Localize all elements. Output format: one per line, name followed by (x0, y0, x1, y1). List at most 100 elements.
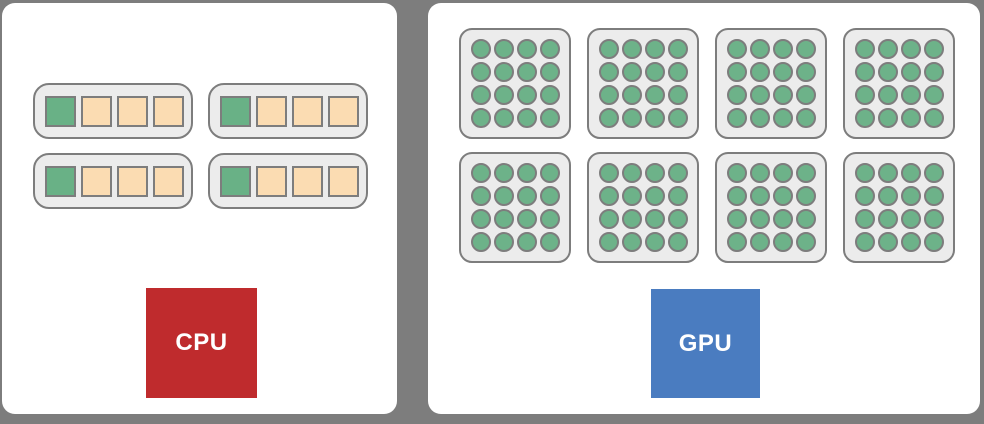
gpu-core-dot (516, 108, 537, 128)
gpu-core-dot (644, 232, 665, 252)
gpu-core-dot (539, 85, 560, 105)
gpu-core-dot (516, 62, 537, 82)
gpu-core-dot (749, 62, 770, 82)
gpu-core-dot (877, 209, 898, 229)
alu-unit (328, 95, 359, 127)
gpu-core-dot (923, 85, 944, 105)
alu-unit (117, 95, 148, 127)
gpu-core-dot (795, 62, 816, 82)
gpu-core-dot (854, 62, 875, 82)
cpu-core-group (33, 153, 193, 209)
gpu-core-dot (493, 186, 514, 206)
cpu-core-group (208, 153, 368, 209)
gpu-core-dot (772, 62, 793, 82)
alu-unit (328, 165, 359, 197)
gpu-core-dot (470, 39, 491, 59)
gpu-core-dot (900, 163, 921, 183)
gpu-core-dot (923, 62, 944, 82)
gpu-core-dot (923, 232, 944, 252)
control-unit (45, 95, 76, 127)
gpu-core-dot (749, 163, 770, 183)
gpu-core-dot (493, 209, 514, 229)
gpu-core-dot (644, 39, 665, 59)
gpu-core-dot (854, 39, 875, 59)
alu-unit (117, 165, 148, 197)
control-unit (220, 95, 251, 127)
alu-unit (292, 165, 323, 197)
gpu-core-dot (726, 186, 747, 206)
gpu-core-dot (516, 163, 537, 183)
gpu-core-block (843, 152, 955, 263)
gpu-core-dot (644, 85, 665, 105)
alu-unit (81, 165, 112, 197)
gpu-core-dot (667, 108, 688, 128)
gpu-core-dot (854, 163, 875, 183)
gpu-core-dot (726, 85, 747, 105)
gpu-core-dot (667, 232, 688, 252)
gpu-core-block (459, 28, 571, 139)
gpu-core-dot (900, 39, 921, 59)
gpu-core-dot (877, 62, 898, 82)
gpu-core-dot (749, 39, 770, 59)
gpu-core-dot (644, 163, 665, 183)
gpu-core-dot (772, 232, 793, 252)
gpu-core-dot (726, 163, 747, 183)
gpu-core-dot (877, 232, 898, 252)
cpu-core-group (208, 83, 368, 139)
cpu-chip: CPU (146, 288, 257, 398)
gpu-chip-label: GPU (678, 329, 733, 357)
gpu-core-dot (772, 39, 793, 59)
gpu-core-dot (621, 85, 642, 105)
gpu-core-dot (493, 39, 514, 59)
gpu-core-dot (598, 62, 619, 82)
gpu-core-dot (516, 39, 537, 59)
gpu-core-dot (749, 108, 770, 128)
gpu-core-dot (749, 85, 770, 105)
gpu-core-block (715, 152, 827, 263)
gpu-core-dot (900, 62, 921, 82)
gpu-core-dot (772, 186, 793, 206)
gpu-core-block (715, 28, 827, 139)
gpu-core-dot (644, 62, 665, 82)
control-unit (220, 165, 251, 197)
cpu-core-groups (33, 83, 368, 209)
gpu-core-dot (923, 39, 944, 59)
gpu-core-dot (749, 232, 770, 252)
gpu-core-dot (598, 108, 619, 128)
gpu-core-dot (493, 85, 514, 105)
gpu-core-dot (470, 85, 491, 105)
gpu-core-dot (470, 163, 491, 183)
gpu-core-dot (516, 209, 537, 229)
gpu-core-dot (900, 85, 921, 105)
gpu-core-dot (539, 232, 560, 252)
gpu-core-dot (795, 186, 816, 206)
gpu-core-dot (621, 186, 642, 206)
gpu-core-dot (470, 186, 491, 206)
gpu-core-dot (621, 209, 642, 229)
gpu-core-dot (854, 232, 875, 252)
gpu-core-dot (726, 232, 747, 252)
cpu-panel: CPU (2, 3, 397, 414)
gpu-core-dot (772, 108, 793, 128)
alu-unit (153, 165, 184, 197)
gpu-core-dot (854, 108, 875, 128)
gpu-core-dot (726, 39, 747, 59)
gpu-core-dot (644, 108, 665, 128)
gpu-core-dot (598, 163, 619, 183)
gpu-core-dot (795, 108, 816, 128)
gpu-core-dot (598, 39, 619, 59)
gpu-core-dot (516, 232, 537, 252)
alu-unit (256, 95, 287, 127)
gpu-core-dot (795, 232, 816, 252)
gpu-core-dot (667, 186, 688, 206)
gpu-core-dot (772, 209, 793, 229)
gpu-core-dot (795, 39, 816, 59)
gpu-core-dot (923, 209, 944, 229)
gpu-core-block (459, 152, 571, 263)
alu-unit (81, 95, 112, 127)
gpu-chip: GPU (651, 289, 760, 398)
gpu-core-dot (877, 85, 898, 105)
gpu-core-dot (877, 186, 898, 206)
cpu-core-group (33, 83, 193, 139)
gpu-core-dot (539, 186, 560, 206)
